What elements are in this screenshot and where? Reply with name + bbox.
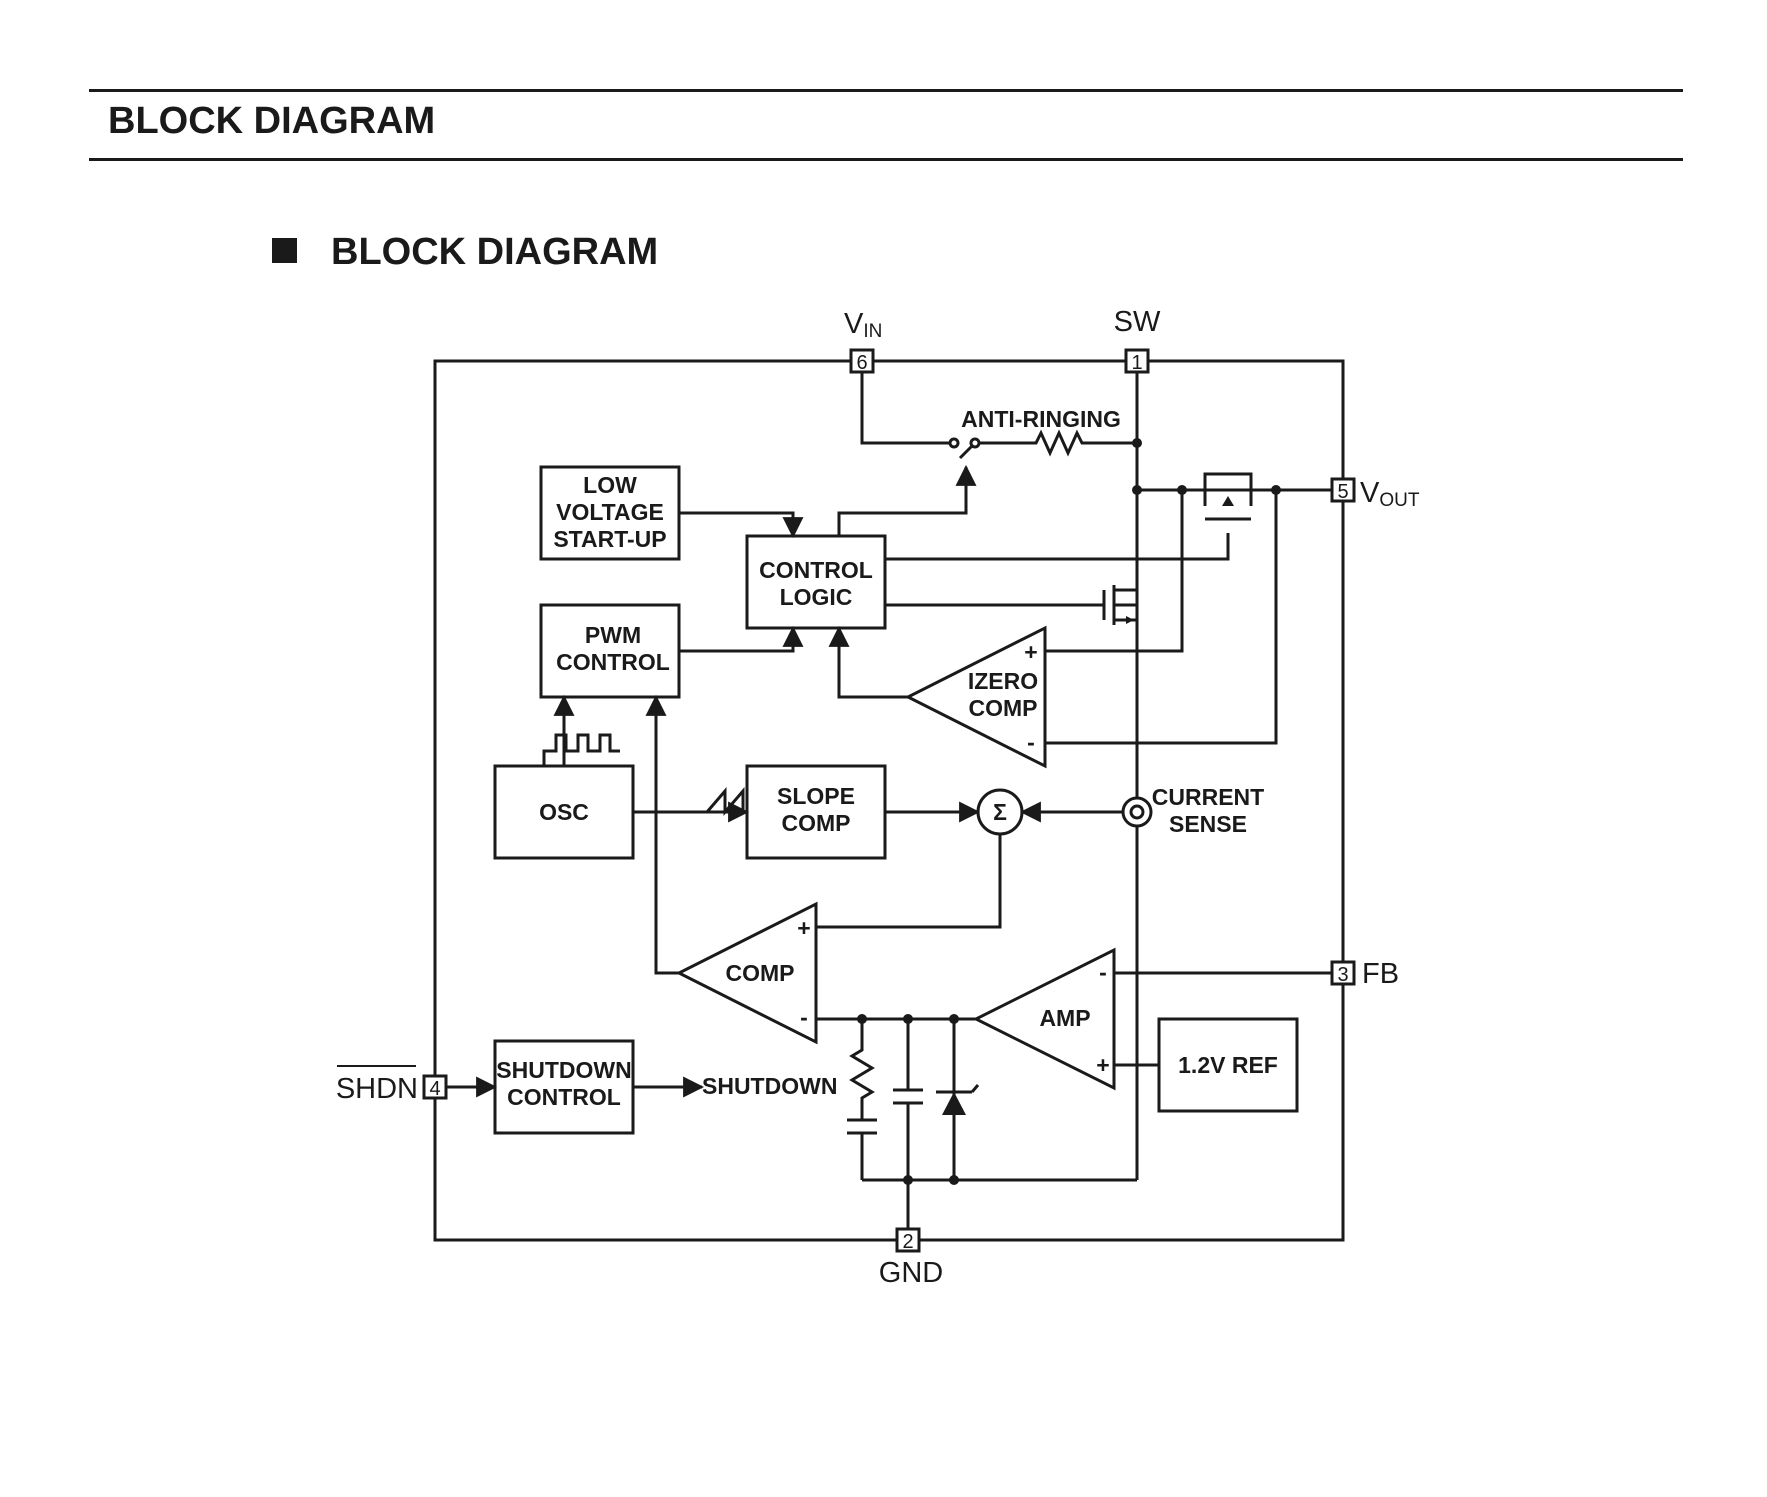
comp-minus-sign: - — [800, 1004, 808, 1030]
amp-label: AMP — [1039, 1005, 1090, 1031]
ref-label: 1.2V REF — [1178, 1052, 1278, 1078]
header-bottom-rule — [89, 158, 1683, 161]
svg-text:LOW: LOW — [583, 472, 637, 498]
svg-text:COMP: COMP — [782, 810, 851, 836]
comp-plus-sign: + — [797, 915, 810, 941]
svg-text:SW: SW — [1114, 306, 1161, 338]
pin-vin: 6 VIN — [844, 308, 882, 374]
shutdown-signal-label: SHUTDOWN — [702, 1073, 837, 1099]
svg-text:VOLTAGE: VOLTAGE — [556, 499, 664, 525]
svg-text:SHUTDOWN: SHUTDOWN — [496, 1057, 631, 1083]
pin-gnd: 2 GND — [879, 1227, 943, 1289]
pin-sw: 1 SW — [1114, 306, 1161, 374]
comp-symbol — [675, 901, 818, 1045]
control-logic-label: CONTROL LOGIC — [759, 557, 873, 610]
low-voltage-startup-label: LOW VOLTAGE START-UP — [553, 472, 666, 552]
svg-text:6: 6 — [856, 352, 867, 374]
svg-text:1: 1 — [1131, 352, 1142, 374]
svg-text:SENSE: SENSE — [1169, 811, 1247, 837]
izero-plus-sign: + — [1024, 639, 1037, 665]
svg-text:CONTROL: CONTROL — [759, 557, 873, 583]
amp-plus-sign: + — [1096, 1052, 1109, 1078]
osc-label: OSC — [539, 799, 589, 825]
pwm-control-label: PWM CONTROL — [556, 622, 670, 675]
section-title: BLOCK DIAGRAM — [331, 231, 659, 273]
svg-text:4: 4 — [429, 1078, 440, 1100]
svg-text:GND: GND — [879, 1257, 943, 1289]
current-sense-label: CURRENT SENSE — [1152, 784, 1264, 837]
svg-text:SHDN: SHDN — [336, 1073, 418, 1105]
current-sense-node — [1121, 796, 1153, 828]
page-header-title: BLOCK DIAGRAM — [108, 100, 436, 142]
header-top-rule — [89, 89, 1683, 92]
sum-symbol: Σ — [993, 799, 1007, 825]
svg-text:SLOPE: SLOPE — [777, 783, 855, 809]
svg-text:CONTROL: CONTROL — [556, 649, 670, 675]
comp-label: COMP — [726, 960, 795, 986]
svg-text:IZERO: IZERO — [968, 668, 1038, 694]
zener-diode-symbol — [942, 1092, 966, 1115]
svg-text:CONTROL: CONTROL — [507, 1084, 621, 1110]
izero-minus-sign: - — [1027, 729, 1035, 755]
slope-comp-label: SLOPE COMP — [777, 783, 855, 836]
izero-comp-label: IZERO COMP — [968, 668, 1038, 721]
svg-text:START-UP: START-UP — [553, 526, 666, 552]
pin-fb: 3 FB — [1330, 958, 1399, 990]
svg-text:3: 3 — [1337, 964, 1348, 986]
svg-text:VIN: VIN — [844, 308, 882, 342]
anti-ringing-label: ANTI-RINGING — [961, 406, 1121, 432]
svg-text:LOGIC: LOGIC — [780, 584, 853, 610]
amp-symbol — [972, 947, 1116, 1091]
section-bullet-icon — [272, 238, 297, 263]
svg-text:VOUT: VOUT — [1360, 477, 1420, 511]
chip-outline — [433, 359, 1345, 1242]
svg-text:COMP: COMP — [969, 695, 1038, 721]
pin-shdn: 4 SHDN — [336, 1065, 448, 1105]
svg-text:FB: FB — [1362, 958, 1399, 990]
control-logic-block — [745, 534, 887, 630]
svg-text:CURRENT: CURRENT — [1152, 784, 1264, 810]
shutdown-control-label: SHUTDOWN CONTROL — [496, 1057, 631, 1110]
svg-text:2: 2 — [902, 1231, 913, 1253]
svg-text:PWM: PWM — [585, 622, 641, 648]
pin-vout: 5 VOUT — [1330, 477, 1420, 511]
svg-text:5: 5 — [1337, 481, 1348, 503]
izero-comp-symbol — [904, 625, 1047, 769]
amp-minus-sign: - — [1099, 959, 1107, 985]
